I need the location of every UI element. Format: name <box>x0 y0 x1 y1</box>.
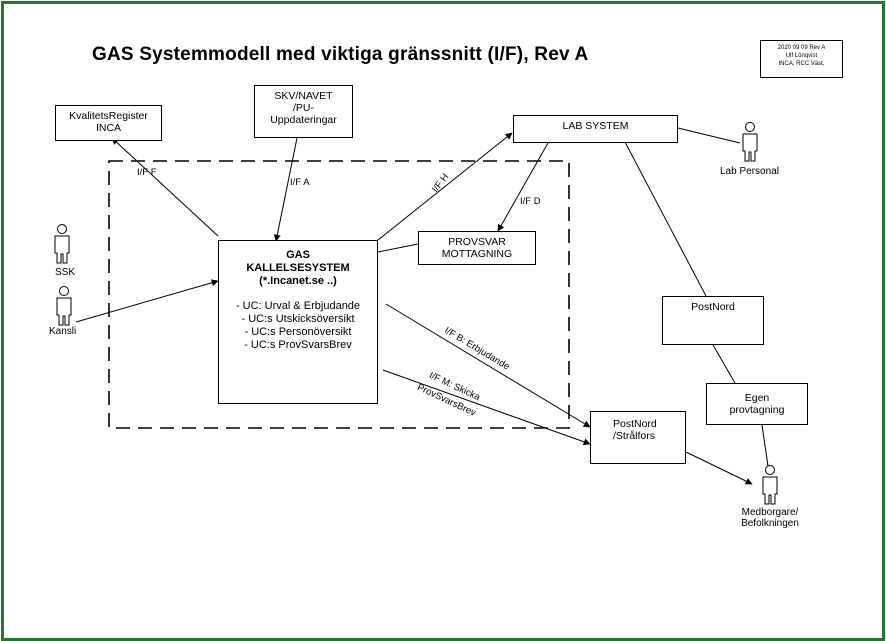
system-boundary <box>108 160 570 429</box>
box-line: PostNord <box>691 301 735 313</box>
box-line: MOTTAGNING <box>441 248 513 260</box>
box-line: PostNord <box>613 418 657 430</box>
medborgare-label: Medborgare/ Befolkningen <box>732 507 808 529</box>
lab-postnord-line <box>624 141 707 297</box>
medborgare-line: Befolkningen <box>741 518 799 529</box>
provsvar-gas-line <box>377 243 419 253</box>
lab-personal-line <box>677 127 741 144</box>
person-icon-ssk <box>54 224 70 264</box>
if-d-connector <box>497 142 549 232</box>
medborgare-line: Medborgare/ <box>741 507 799 518</box>
use-case-line: - UC: Urval & Erbjudande <box>235 300 361 312</box>
revision-note: 2020 09 09 Rev A Ulf Lönqvist INCA, RCC … <box>760 40 843 78</box>
postnord-stralfors-box: PostNord /Strålfors <box>590 411 686 464</box>
note-line: 2020 09 09 Rev A <box>777 45 826 51</box>
kvalitetsregister-box: KvalitetsRegister INCA <box>55 105 162 141</box>
stralfors-medborgare-connector <box>685 451 753 485</box>
gas-kallelsesystem-box: GAS KALLELSESYSTEM (*.Incanet.se ..) - U… <box>218 240 378 404</box>
use-case-line: - UC:s Personöversikt <box>244 326 352 338</box>
if-m-connector <box>382 369 591 446</box>
if-h-connector <box>377 132 513 241</box>
box-line: PROVSVAR <box>448 236 506 248</box>
if-f-connector <box>111 137 219 237</box>
lab-personal-label: Lab Personal <box>720 166 779 177</box>
note-line: INCA, RCC Väst, <box>778 61 825 67</box>
if-f-label: I/F F <box>137 167 157 178</box>
box-line: LAB SYSTEM <box>562 120 629 132</box>
use-case-line: - UC:s Utskicksöversikt <box>241 313 355 325</box>
box-line: INCA <box>95 122 122 134</box>
box-line: KvalitetsRegister <box>69 110 148 122</box>
gas-title-line: (*.Incanet.se ..) <box>259 275 337 287</box>
postnord-box: PostNord <box>662 296 764 345</box>
gas-title-line: KALLELSESYSTEM <box>246 262 350 274</box>
gas-title-line: GAS <box>286 249 310 261</box>
person-icon-medborgare <box>762 465 778 505</box>
kansli-gas-connector <box>75 279 219 323</box>
diagram-title: GAS Systemmodell med viktiga gränssnitt … <box>92 44 589 65</box>
box-line: Uppdateringar <box>270 114 337 126</box>
box-line: Egen <box>744 392 770 404</box>
person-icon-lab-personal <box>742 122 758 162</box>
skv-navet-box: SKV/NAVET /PU- Uppdateringar <box>254 85 353 138</box>
lab-system-box: LAB SYSTEM <box>513 115 678 143</box>
egen-medborgare-line <box>761 424 769 467</box>
note-line: Ulf Lönqvist <box>785 53 818 59</box>
if-b-connector <box>385 303 591 428</box>
postnord-egen-line <box>712 344 736 384</box>
person-icon-kansli <box>56 286 72 326</box>
box-line: /Strålfors <box>613 430 656 442</box>
if-d-label: I/F D <box>520 196 541 207</box>
box-line: /PU- <box>293 102 314 114</box>
box-line: provtagning <box>729 404 785 416</box>
kansli-label: Kansli <box>49 326 77 337</box>
box-line: SKV/NAVET <box>274 90 333 102</box>
ssk-label: SSK <box>55 267 76 278</box>
if-a-label: I/F A <box>290 177 310 188</box>
provsvar-mottagning-box: PROVSVAR MOTTAGNING <box>418 231 536 265</box>
egen-provtagning-box: Egen provtagning <box>706 383 808 425</box>
if-a-connector <box>273 137 298 242</box>
use-case-line: - UC:s ProvSvarsBrev <box>244 339 352 351</box>
